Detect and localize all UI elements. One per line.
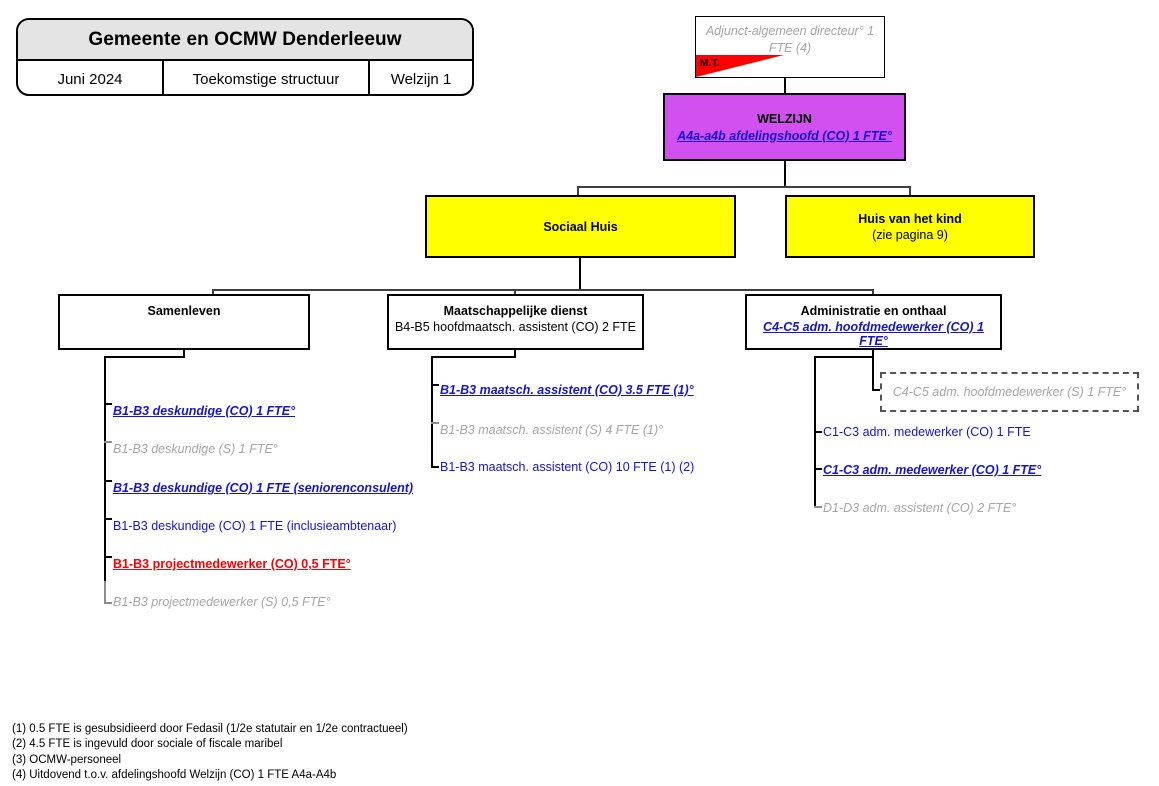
mt-flag-icon: M.T. <box>696 55 784 77</box>
maatschappelijke-dienst-subtitle: B4-B5 hoofdmaatsch. assistent (CO) 2 FTE <box>394 320 637 334</box>
node-maatschappelijke-dienst[interactable]: Maatschappelijke dienst B4-B5 hoofdmaats… <box>387 294 644 350</box>
administratie-title: Administratie en onthaal <box>800 304 947 318</box>
huis-van-het-kind-title: Huis van het kind <box>858 211 962 226</box>
footnotes: (1) 0.5 FTE is gesubsidieerd door Fedasi… <box>12 722 612 783</box>
title-structure: Toekomstige structuur <box>164 61 370 94</box>
samenleven-stub-5 <box>104 556 112 558</box>
maatsch-stub-3 <box>431 466 439 468</box>
samenleven-stub-6 <box>104 602 112 604</box>
node-welzijn[interactable]: WELZIJN A4a-a4b afdelingshoofd (CO) 1 FT… <box>663 93 906 161</box>
maatsch-stub-2 <box>431 422 439 424</box>
admin-ghost-connector-vertical <box>872 356 874 390</box>
connector-divisions-bus <box>577 186 911 188</box>
title-block: Gemeente en OCMW Denderleeuw Juni 2024 T… <box>16 18 474 96</box>
samenleven-member-2[interactable]: B1-B3 deskundige (S) 1 FTE° <box>113 442 278 456</box>
huis-van-het-kind-subtitle: (zie pagina 9) <box>872 227 948 242</box>
samenleven-branch-stem <box>183 350 185 358</box>
organization-heading: Gemeente en OCMW Denderleeuw <box>18 20 472 61</box>
director-label: Adjunct-algemeen directeur° 1 FTE (4) <box>705 24 875 55</box>
maatschappelijke-dienst-title: Maatschappelijke dienst <box>443 304 588 318</box>
samenleven-stub-3 <box>104 480 112 482</box>
admin-stub-2 <box>814 468 822 470</box>
maatsch-stub-1 <box>431 384 439 386</box>
connector-sociaal-drop <box>577 186 579 196</box>
connector-samenleven-drop <box>212 289 214 295</box>
samenleven-member-5[interactable]: B1-B3 projectmedewerker (CO) 0,5 FTE° <box>113 557 351 571</box>
node-administratie-en-onthaal[interactable]: Administratie en onthaal C4-C5 adm. hoof… <box>745 294 1002 350</box>
node-adm-hoofdmedewerker-ghost[interactable]: C4-C5 adm. hoofdmedewerker (S) 1 FTE° <box>880 372 1139 412</box>
node-sociaal-huis[interactable]: Sociaal Huis <box>425 195 736 258</box>
admin-stub-3 <box>814 506 822 508</box>
maatsch-member-2[interactable]: B1-B3 maatsch. assistent (S) 4 FTE (1)° <box>440 423 664 437</box>
sociaal-huis-title: Sociaal Huis <box>543 219 618 234</box>
admin-ghost-connector-horizontal <box>872 389 882 391</box>
samenleven-branch-spine <box>104 356 106 581</box>
maatsch-branch-stem <box>514 350 516 358</box>
connector-director-welzijn <box>784 78 786 93</box>
admin-branch-stem <box>872 350 874 358</box>
connector-maatsch-drop <box>514 289 516 295</box>
samenleven-branch-spine-tail <box>104 581 106 604</box>
connector-welzijn-stem <box>784 161 786 187</box>
welzijn-title: WELZIJN <box>757 111 812 126</box>
samenleven-member-3[interactable]: B1-B3 deskundige (CO) 1 FTE (seniorencon… <box>113 481 414 495</box>
samenleven-branch-elbow <box>104 356 185 358</box>
samenleven-member-4[interactable]: B1-B3 deskundige (CO) 1 FTE (inclusieamb… <box>113 519 397 533</box>
administratie-subtitle: C4-C5 adm. hoofdmedewerker (CO) 1 FTE° <box>763 320 984 348</box>
node-samenleven[interactable]: Samenleven <box>58 294 310 350</box>
maatsch-branch-spine <box>431 356 433 468</box>
samenleven-stub-1 <box>104 403 112 405</box>
samenleven-stub-2 <box>104 441 112 443</box>
title-page: Welzijn 1 <box>390 71 452 88</box>
samenleven-stub-4 <box>104 518 112 520</box>
maatsch-member-3[interactable]: B1-B3 maatsch. assistent (CO) 10 FTE (1)… <box>440 460 695 474</box>
admin-branch-elbow <box>814 356 874 358</box>
footnote-1: (1) 0.5 FTE is gesubsidieerd door Fedasi… <box>12 723 408 735</box>
node-adjunct-directeur[interactable]: Adjunct-algemeen directeur° 1 FTE (4) M.… <box>695 16 885 78</box>
footnote-4: (4) Uitdovend t.o.v. afdelingshoofd Welz… <box>12 768 337 781</box>
title-meta-row: Juni 2024 Toekomstige structuur Welzijn … <box>18 61 472 94</box>
title-date: Juni 2024 <box>18 61 164 94</box>
admin-member-1[interactable]: C1-C3 adm. medewerker (CO) 1 FTE <box>823 425 1031 439</box>
samenleven-title: Samenleven <box>147 304 221 318</box>
samenleven-member-6[interactable]: B1-B3 projectmedewerker (S) 0,5 FTE° <box>113 595 331 609</box>
samenleven-member-1[interactable]: B1-B3 deskundige (CO) 1 FTE° <box>113 404 296 418</box>
maatsch-member-1[interactable]: B1-B3 maatsch. assistent (CO) 3.5 FTE (1… <box>440 383 694 397</box>
connector-hvhk-drop <box>909 186 911 196</box>
connector-admin-drop <box>872 289 874 295</box>
admin-member-2[interactable]: C1-C3 adm. medewerker (CO) 1 FTE° <box>823 463 1042 477</box>
admin-stub-1 <box>814 431 822 433</box>
node-huis-van-het-kind[interactable]: Huis van het kind (zie pagina 9) <box>785 195 1035 258</box>
footnote-3: (3) OCMW-personeel <box>12 753 122 766</box>
welzijn-subtitle: A4a-a4b afdelingshoofd (CO) 1 FTE° <box>677 128 892 143</box>
mt-flag-label: M.T. <box>700 58 720 69</box>
footnote-2: (2) 4.5 FTE is ingevuld door sociale of … <box>12 738 283 751</box>
connector-sociaal-stem <box>579 258 581 290</box>
maatsch-branch-elbow <box>431 356 516 358</box>
admin-member-3[interactable]: D1-D3 adm. assistent (CO) 2 FTE° <box>823 501 1017 515</box>
connector-units-bus <box>212 289 874 291</box>
